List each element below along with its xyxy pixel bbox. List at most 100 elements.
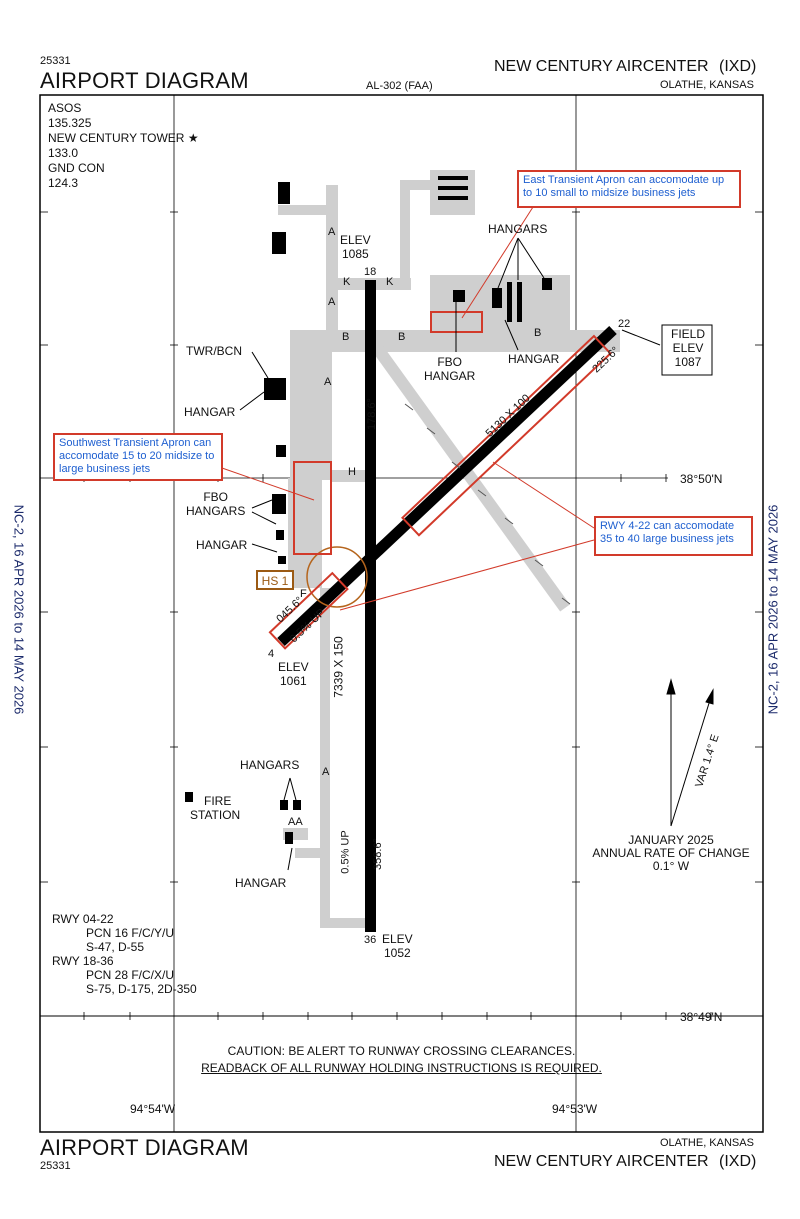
hangar-e4: [542, 278, 552, 290]
field-elev-text-1: FIELD: [670, 327, 705, 341]
gnd-freq: 124.3: [48, 176, 79, 190]
station-text: STATION: [190, 808, 241, 822]
south-ramp-2: [295, 848, 320, 858]
fire-text: FIRE: [204, 794, 232, 808]
tower-freq: 133.0: [48, 146, 79, 160]
elev-top-label: ELEV 1085: [340, 233, 371, 261]
taxiway-h: [330, 470, 370, 482]
fbo-hangars-west-label: FBO HANGARS: [186, 490, 245, 518]
hangar-south-label: HANGAR: [235, 876, 287, 890]
page-title-bottom: AIRPORT DIAGRAM: [40, 1135, 249, 1160]
frequency-block: ASOS 135.325 NEW CENTURY TOWER ★ 133.0 G…: [48, 101, 199, 191]
elev-bottom-text: ELEV: [382, 932, 413, 946]
fire-station: [185, 792, 193, 802]
asos-label: ASOS: [48, 101, 82, 115]
annotation-leaders: [221, 206, 595, 611]
hangar-top-2: [438, 186, 468, 190]
fbo-hangar-w: [272, 494, 286, 514]
hangar-east-label: HANGAR: [508, 352, 560, 366]
magnetic-north-arrow: [670, 688, 714, 827]
taxiway-a-end: [320, 918, 372, 928]
taxiway-b-label-2: B: [398, 331, 406, 343]
airport-name-bottom-text: NEW CENTURY AIRCENTER: [494, 1153, 709, 1170]
latitude-upper: 38°50'N: [680, 472, 723, 486]
hangar-w1: [276, 445, 286, 457]
runway-36-label: 36: [364, 934, 377, 946]
hangar-top-3: [438, 196, 468, 200]
rwy1-pcn: PCN 16 F/C/Y/U: [86, 926, 175, 940]
procedure-number-bottom: 25331: [40, 1160, 71, 1172]
twr-bcn: [264, 378, 286, 400]
hangar-s2: [293, 800, 301, 810]
building-n2: [272, 232, 286, 254]
hangar-w2: [276, 530, 284, 540]
runway-18-36-dimensions: 7339 X 150: [331, 636, 346, 698]
tower-label: NEW CENTURY TOWER: [48, 131, 185, 145]
west-apron: [290, 330, 332, 480]
elev-top-value: 1085: [341, 247, 369, 261]
gnd-label: GND CON: [48, 161, 105, 175]
hangar-s3: [285, 832, 293, 844]
north-connector-top: [400, 180, 432, 190]
caution-block: CAUTION: BE ALERT TO RUNWAY CROSSING CLE…: [40, 1043, 763, 1077]
taxiway-a-label-2: A: [328, 296, 336, 308]
rwy2-weights: S-75, D-175, 2D-350: [86, 982, 197, 996]
latitude-lower: 38°49'N: [680, 1010, 723, 1024]
hangars-top-label: HANGARS: [488, 222, 548, 236]
rwy2-pcn: PCN 28 F/C/X/U: [86, 968, 175, 982]
taxiway-b-label-3: B: [534, 327, 542, 339]
runway-4-end-highlight: [268, 571, 349, 650]
taxiway-markings: [404, 403, 571, 605]
taxiway-k-label-2: K: [386, 276, 394, 288]
hangar-e2: [507, 282, 512, 322]
hangar-w3: [278, 556, 286, 564]
taxiway-diagonal: [370, 341, 570, 612]
longitude-left: 94°54'W: [130, 1102, 176, 1116]
southwest-apron-highlight: [293, 461, 332, 555]
fbo-hangar-east: [453, 290, 465, 302]
taxiway-k-label-1: K: [343, 276, 351, 288]
field-elev-label: FIELD ELEV 1087: [664, 327, 712, 369]
elev-bottom-value: 1052: [383, 946, 411, 960]
grade-18-36: 0.5% UP: [339, 830, 352, 874]
east-apron-annotation: East Transient Apron can accomodate up t…: [517, 170, 741, 208]
airport-id-text: (IXD): [719, 58, 757, 75]
hot-spot-hs1[interactable]: HS 1: [256, 570, 294, 590]
rwy2-title: RWY 18-36: [52, 954, 114, 968]
airport-id-bottom-text: (IXD): [719, 1153, 757, 1170]
runway-4-label: 4: [268, 648, 275, 660]
runway-4-22-highlight: [401, 334, 612, 537]
hangar-top-1: [438, 176, 468, 180]
fbo-hangar-east-text-1: FBO: [437, 355, 462, 369]
north-ramp: [278, 205, 333, 215]
taxiway-a-label-4: A: [322, 766, 330, 778]
hangar-west-label: HANGAR: [184, 405, 236, 419]
hangar-s1: [280, 800, 288, 810]
caution-line-1: CAUTION: BE ALERT TO RUNWAY CROSSING CLE…: [227, 1044, 576, 1058]
fire-station-label: FIRE STATION: [190, 794, 240, 822]
fbo-hangar-east-label: FBO HANGAR: [424, 355, 475, 383]
taxiway-f-label: F: [300, 588, 307, 600]
taxiway-a-label-1: A: [328, 226, 336, 238]
elev-sw-label: ELEV 1061: [278, 660, 309, 688]
taxiways: [278, 170, 620, 928]
hangars-south-label: HANGARS: [240, 758, 300, 772]
caution-line-2: READBACK OF ALL RUNWAY HOLDING INSTRUCTI…: [201, 1061, 602, 1075]
fbo-hangar-east-text-2: HANGAR: [424, 369, 476, 383]
runway-18-label: 18: [364, 266, 377, 278]
runway-4-22: [277, 325, 617, 647]
location-bottom: OLATHE, KANSAS: [660, 1137, 754, 1149]
runway-22-label: 22: [618, 318, 631, 330]
twr-bcn-label: TWR/BCN: [186, 344, 242, 358]
hangar-e1: [492, 288, 502, 308]
buildings: [185, 176, 552, 844]
north-connector: [400, 180, 410, 290]
taxiway-a-north: [326, 185, 338, 335]
elev-top-text: ELEV: [340, 233, 371, 247]
hot-spot-circle: [306, 546, 368, 608]
elev-sw-value: 1061: [279, 674, 307, 688]
magnetic-rate-value: 0.1° W: [652, 859, 690, 873]
label-pointers: [239, 237, 661, 871]
fbo-hangars-text-2: HANGARS: [186, 504, 246, 518]
